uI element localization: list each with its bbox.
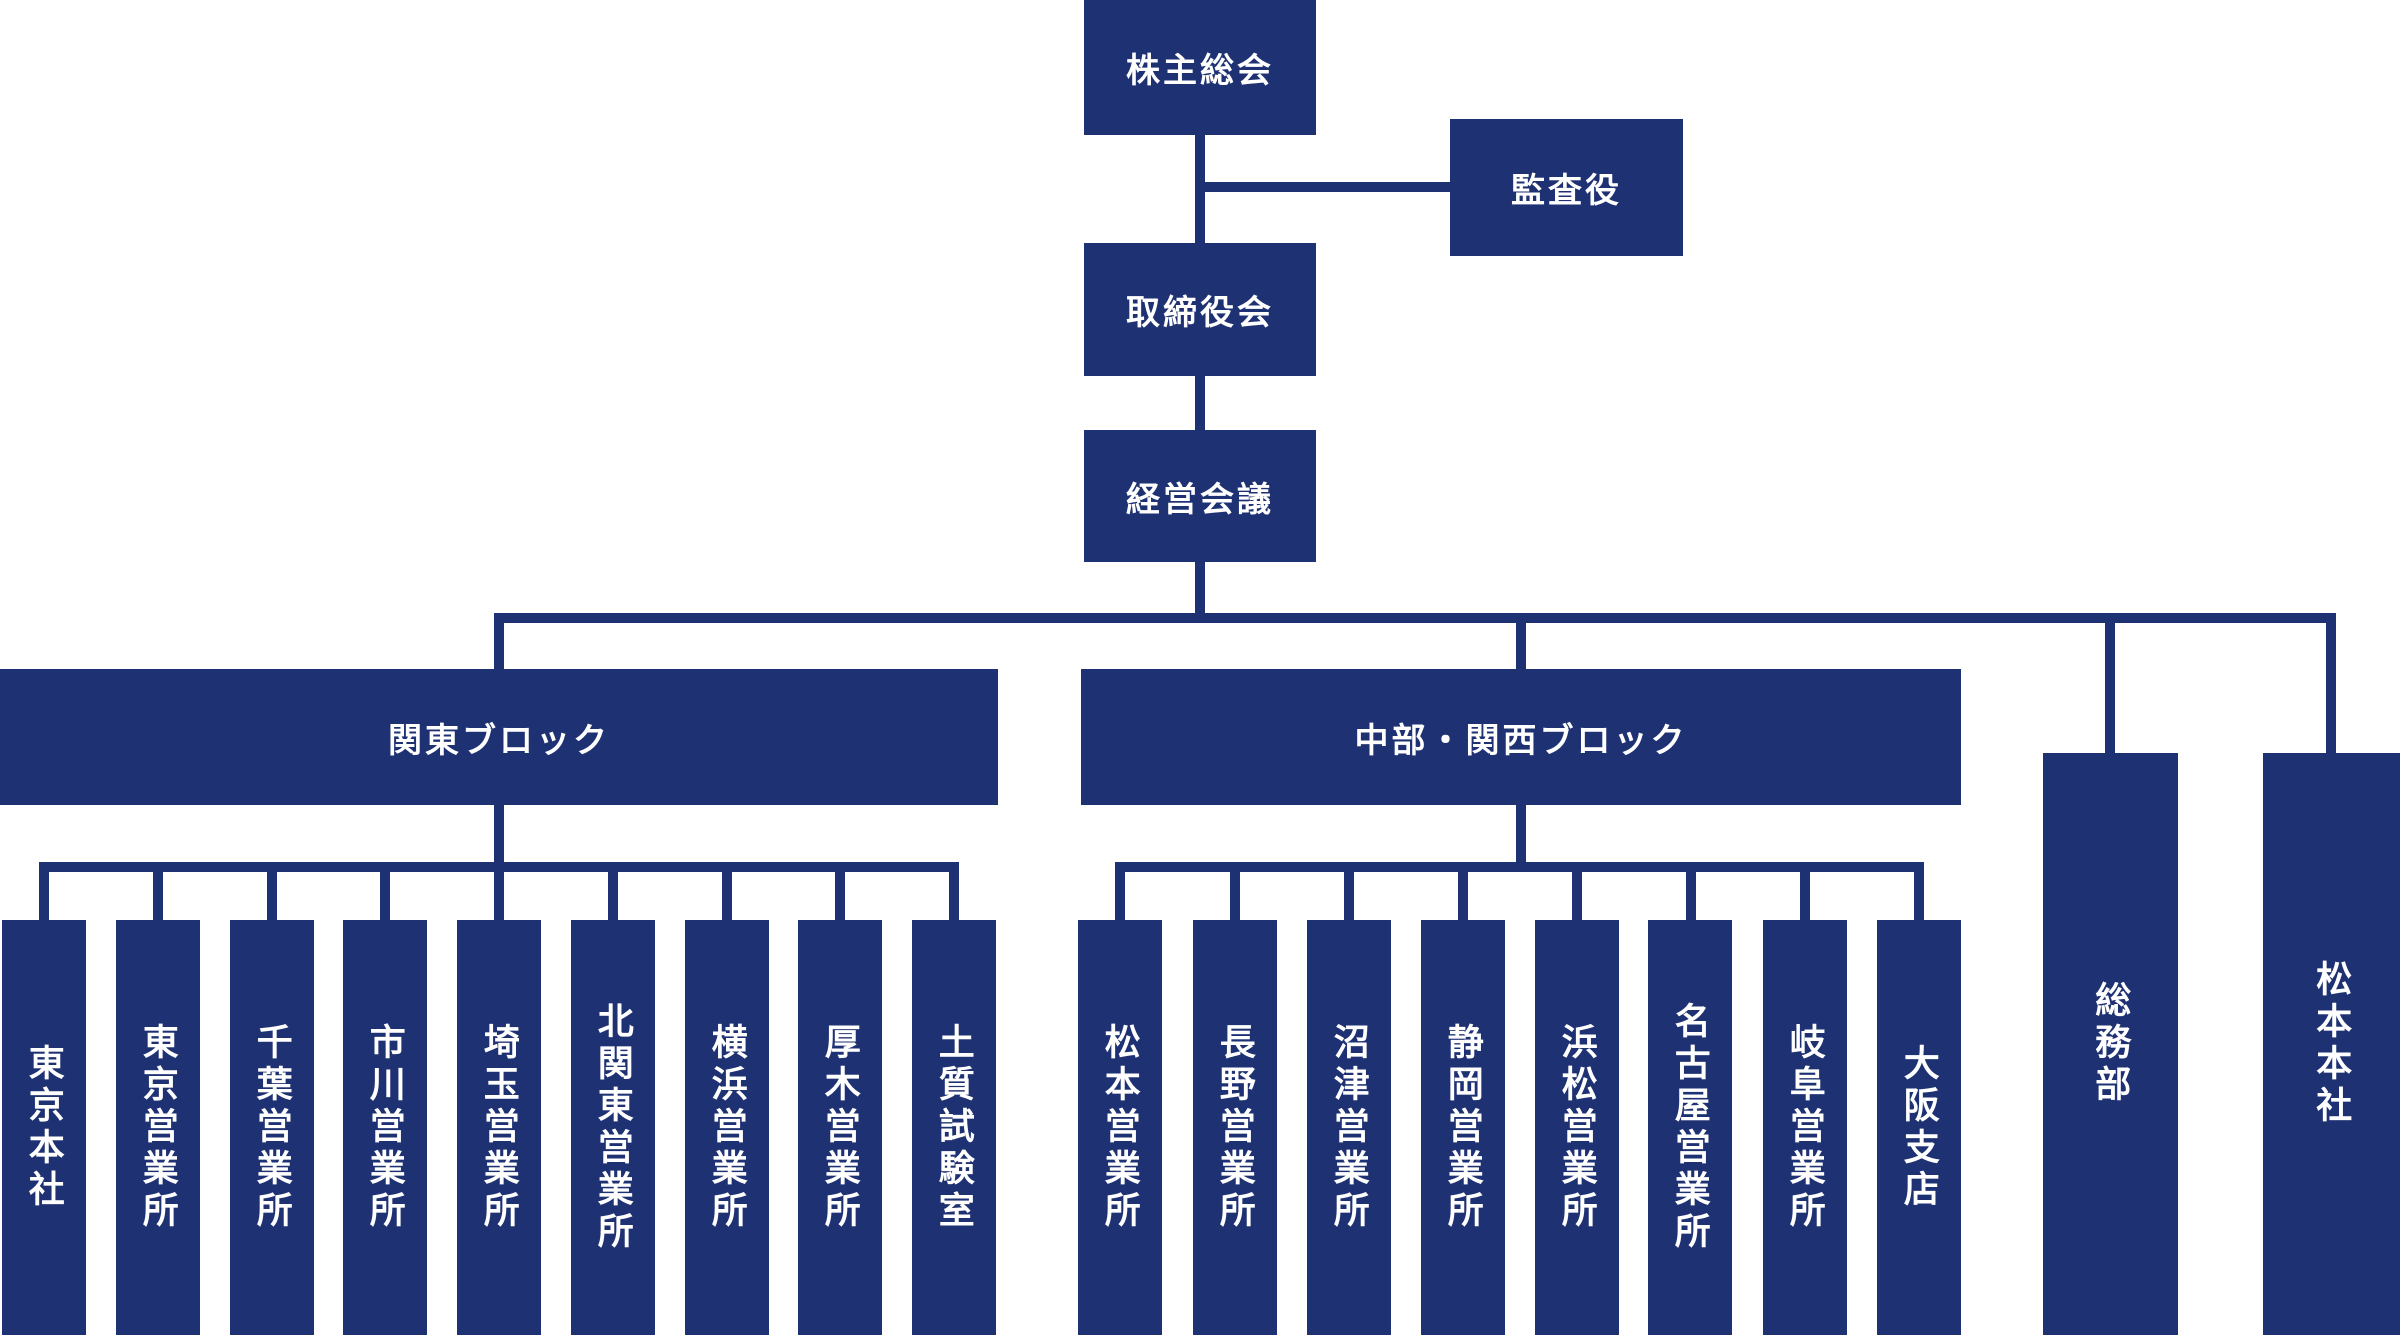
node-hamamatsu-office: 浜松営業所 xyxy=(1535,920,1619,1335)
node-yokohama-office: 横浜営業所 xyxy=(685,920,769,1335)
node-soil-test-lab: 土質試験室 xyxy=(912,920,996,1335)
connector-stub-kanto-1 xyxy=(153,862,163,920)
connector-stub-kanto-6 xyxy=(722,862,732,920)
node-label: 名古屋営業所 xyxy=(1669,1001,1711,1254)
node-label: 取締役会 xyxy=(1126,294,1274,332)
connector-stub-chubu-3 xyxy=(1458,862,1468,920)
connector-stub-chubu-1 xyxy=(1230,862,1240,920)
node-label: 中部・関西ブロック xyxy=(1354,721,1688,760)
node-label: 市川営業所 xyxy=(364,1022,406,1233)
node-gifu-office: 岐阜営業所 xyxy=(1763,920,1847,1335)
connector-stub-kanto-4 xyxy=(494,862,504,920)
connector-stub-kanto-2 xyxy=(267,862,277,920)
connector-bus-chubu xyxy=(1115,862,1924,872)
connector-auditor-branch xyxy=(1200,182,1450,192)
node-matsumoto-head-office: 松本本社 xyxy=(2263,753,2400,1335)
node-saitama-office: 埼玉営業所 xyxy=(457,920,541,1335)
node-kitakanto-office: 北関東営業所 xyxy=(571,920,655,1335)
node-label: 長野営業所 xyxy=(1214,1022,1256,1233)
node-tokyo-office: 東京営業所 xyxy=(116,920,200,1335)
node-label: 株主総会 xyxy=(1126,52,1274,90)
node-general-affairs-dept: 総務部 xyxy=(2043,753,2178,1335)
node-osaka-branch: 大阪支店 xyxy=(1877,920,1961,1335)
node-shizuoka-office: 静岡営業所 xyxy=(1421,920,1505,1335)
node-label: 松本営業所 xyxy=(1099,1022,1141,1233)
node-ichikawa-office: 市川営業所 xyxy=(343,920,427,1335)
connector-board-management xyxy=(1195,376,1205,430)
connector-stub-kanto-0 xyxy=(39,862,49,920)
node-chiba-office: 千葉営業所 xyxy=(230,920,314,1335)
node-label: 厚木営業所 xyxy=(819,1022,861,1233)
node-label: 経営会議 xyxy=(1126,480,1274,519)
node-label: 東京本社 xyxy=(23,1043,65,1212)
node-label: 監査役 xyxy=(1511,172,1622,210)
node-kanto-block: 関東ブロック xyxy=(0,669,998,805)
node-label: 土質試験室 xyxy=(933,1022,975,1233)
node-label: 大阪支店 xyxy=(1898,1043,1940,1212)
node-matsumoto-office: 松本営業所 xyxy=(1078,920,1162,1335)
connector-stub-chubu-7 xyxy=(1914,862,1924,920)
connector-stub-kanto-7 xyxy=(835,862,845,920)
connector-stub-chubu-5 xyxy=(1686,862,1696,920)
connector-stub-chubu-6 xyxy=(1800,862,1810,920)
node-atsugi-office: 厚木営業所 xyxy=(798,920,882,1335)
connector-riser-chubu-block xyxy=(1516,620,1526,669)
connector-stub-kanto-3 xyxy=(380,862,390,920)
node-label: 千葉営業所 xyxy=(251,1022,293,1233)
connector-riser-general-affairs xyxy=(2105,620,2115,753)
node-chubu-kansai-block: 中部・関西ブロック xyxy=(1081,669,1961,805)
connector-stub-kanto-8 xyxy=(949,862,959,920)
connector-management-mainline xyxy=(1195,562,1205,618)
connector-riser-matsumoto-hq xyxy=(2326,620,2336,753)
node-label: 横浜営業所 xyxy=(706,1022,748,1233)
node-auditor: 監査役 xyxy=(1450,119,1683,256)
node-label: 浜松営業所 xyxy=(1556,1022,1598,1233)
connector-chubu-block-to-bus xyxy=(1516,805,1526,862)
node-board-of-directors: 取締役会 xyxy=(1084,243,1316,376)
node-management-meeting: 経営会議 xyxy=(1084,430,1316,562)
connector-stub-kanto-5 xyxy=(608,862,618,920)
connector-stub-chubu-0 xyxy=(1115,862,1125,920)
connector-stub-chubu-4 xyxy=(1572,862,1582,920)
node-shareholders-meeting: 株主総会 xyxy=(1084,0,1316,135)
connector-kanto-block-to-bus xyxy=(494,805,504,862)
node-label: 埼玉営業所 xyxy=(478,1022,520,1233)
node-label: 北関東営業所 xyxy=(592,1001,634,1254)
connector-riser-kanto-block xyxy=(494,620,504,669)
connector-stub-chubu-2 xyxy=(1344,862,1354,920)
node-nagano-office: 長野営業所 xyxy=(1193,920,1277,1335)
node-label: 静岡営業所 xyxy=(1442,1022,1484,1233)
node-label: 東京営業所 xyxy=(137,1022,179,1233)
node-tokyo-honsha: 東京本社 xyxy=(2,920,86,1335)
node-nagoya-office: 名古屋営業所 xyxy=(1648,920,1732,1335)
node-label: 岐阜営業所 xyxy=(1784,1022,1826,1233)
node-label: 総務部 xyxy=(2090,981,2132,1107)
node-label: 関東ブロック xyxy=(388,721,610,760)
node-label: 沼津営業所 xyxy=(1328,1022,1370,1233)
node-numazu-office: 沼津営業所 xyxy=(1307,920,1391,1335)
node-label: 松本本社 xyxy=(2311,960,2353,1128)
connector-main-horizontal xyxy=(494,613,2336,623)
